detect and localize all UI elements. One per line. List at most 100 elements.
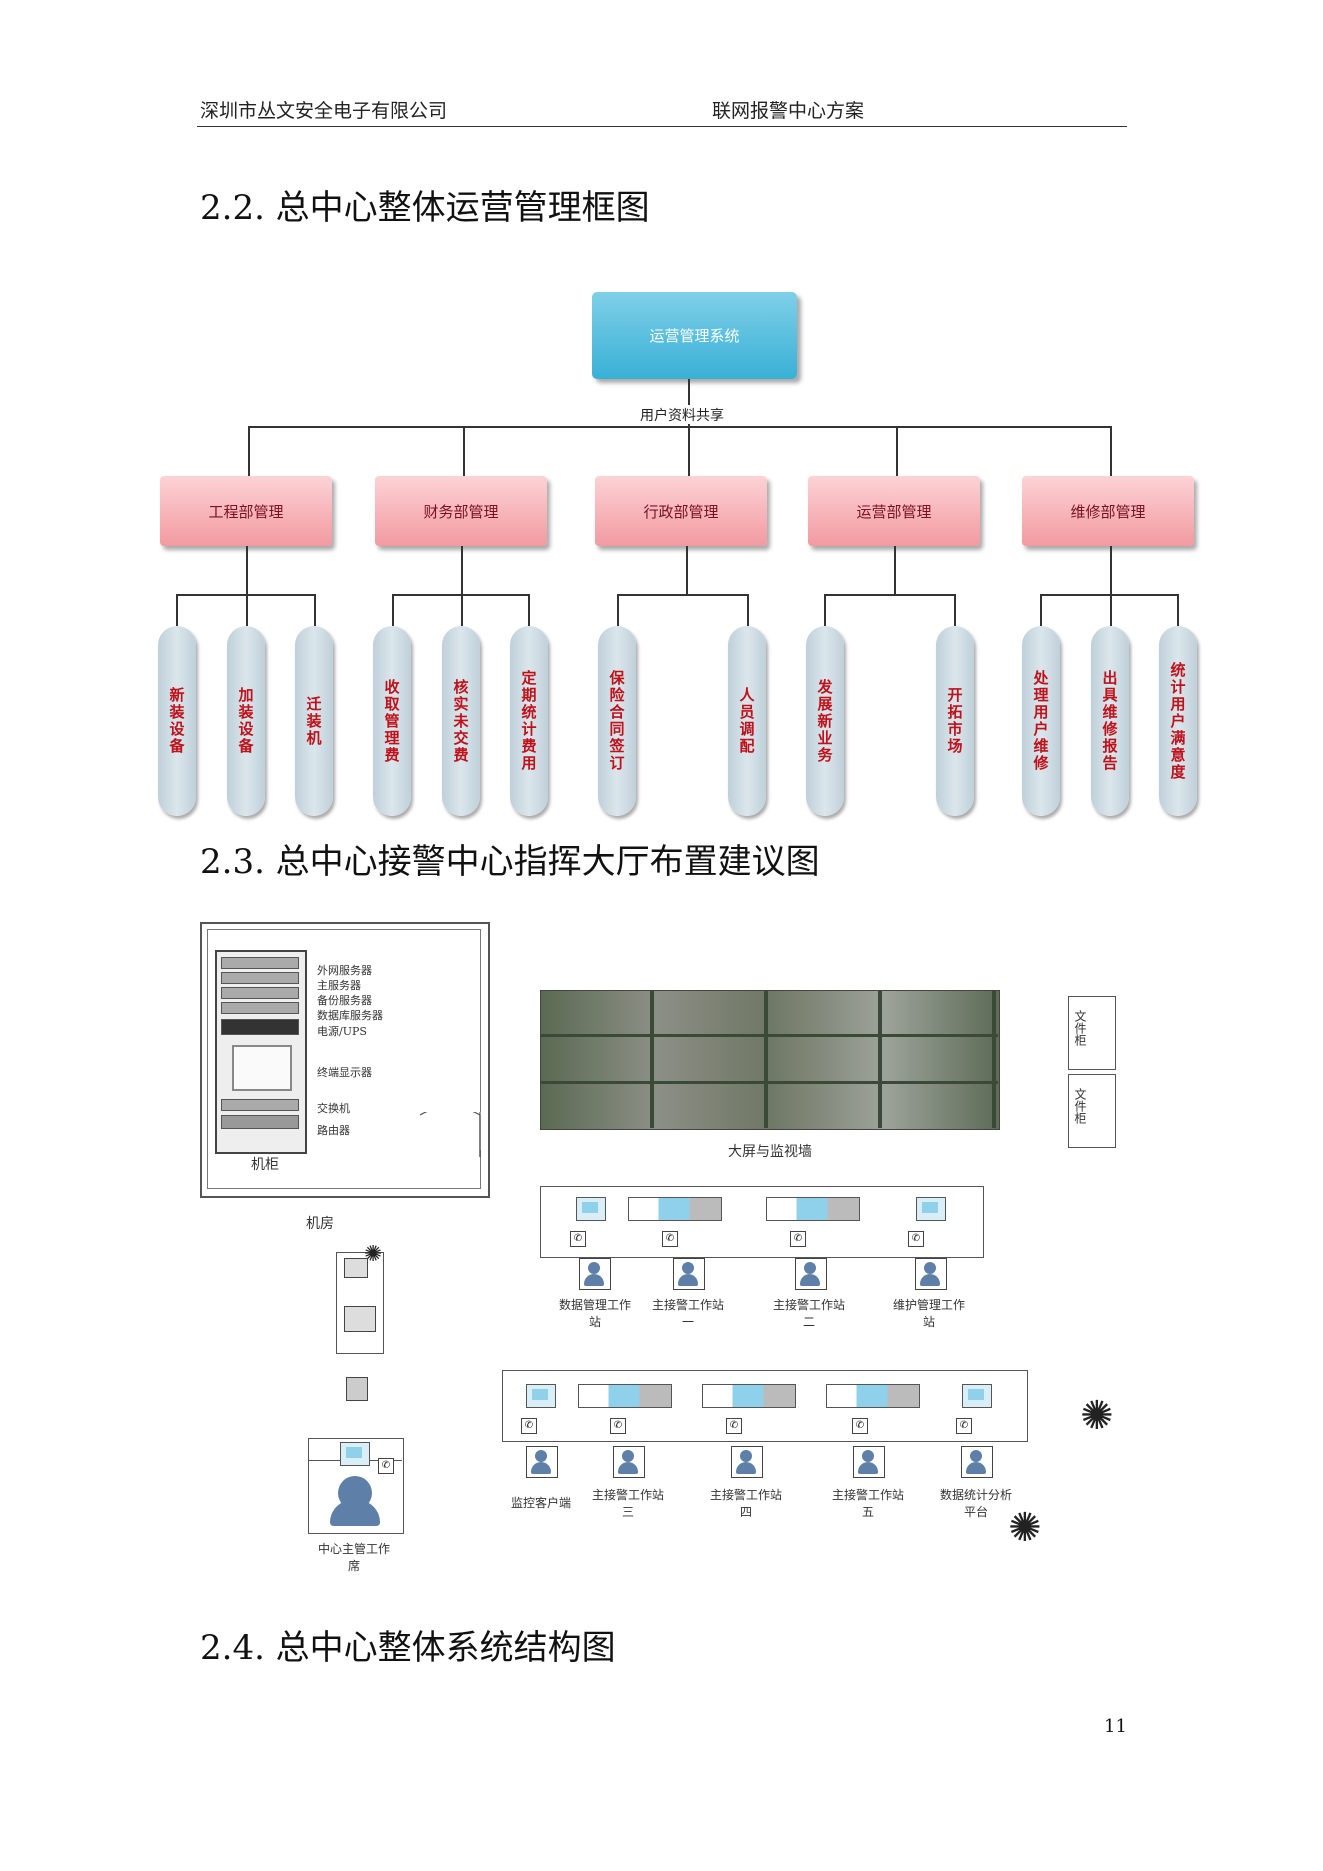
phone-icon: ✆ <box>610 1418 626 1434</box>
plant-icon: ✺ <box>1008 1505 1042 1551</box>
section-title-2-3: 2.3. 总中心接警中心指挥大厅布置建议图 <box>200 842 820 882</box>
rack-item-label: 路由器 <box>317 1124 350 1137</box>
operator-icon <box>795 1258 827 1290</box>
plant-icon: ✺ <box>364 1242 383 1267</box>
org-connector <box>1040 594 1179 596</box>
org-connector <box>747 594 749 626</box>
operator-icon <box>961 1446 993 1478</box>
monitor-bank-icon <box>578 1384 672 1408</box>
task-label: 处理用户维修 <box>1031 670 1050 772</box>
task-label: 收取管理费 <box>382 678 401 764</box>
dept-box-finance: 财务部管理 <box>375 476 547 546</box>
operator-icon <box>915 1258 947 1290</box>
rack-unit <box>221 987 299 999</box>
operator-icon <box>673 1258 705 1290</box>
org-connector <box>688 379 690 405</box>
org-connector <box>688 424 690 476</box>
rack-monitor <box>232 1045 292 1091</box>
task-label: 保险合同签订 <box>607 670 626 772</box>
rack-item-label: 交换机 <box>317 1102 350 1115</box>
rack-item-label: 外网服务器 <box>317 964 372 977</box>
supervisor-desk <box>308 1438 404 1534</box>
org-connector <box>176 594 178 626</box>
org-connector <box>1040 594 1042 626</box>
rack-unit <box>221 1002 299 1014</box>
workstation-label: 主接警工作站三 <box>592 1488 665 1519</box>
phone-icon: ✆ <box>570 1231 586 1247</box>
task-pill: 处理用户维修 <box>1022 626 1060 816</box>
task-label: 加装设备 <box>236 687 255 755</box>
header-doc-title: 联网报警中心方案 <box>712 100 865 122</box>
door-icon <box>419 1112 481 1157</box>
operator-icon <box>731 1446 763 1478</box>
task-pill: 定期统计费用 <box>510 626 548 816</box>
org-connector <box>894 546 896 596</box>
workstation-label: 主接警工作站四 <box>710 1488 783 1519</box>
task-pill: 统计用户满意度 <box>1159 626 1197 816</box>
task-label: 出具维修报告 <box>1100 670 1119 772</box>
task-pill: 保险合同签订 <box>598 626 636 816</box>
monitor-icon <box>526 1384 556 1408</box>
phone-icon: ✆ <box>790 1231 806 1247</box>
dept-box-maintenance: 维修部管理 <box>1022 476 1194 546</box>
org-connector <box>686 546 688 596</box>
rack-item-label: 主服务器 <box>317 979 361 992</box>
task-pill: 人员调配 <box>728 626 766 816</box>
task-label: 统计用户满意度 <box>1168 661 1187 781</box>
task-label: 迁装机 <box>304 695 323 747</box>
operator-icon <box>579 1258 611 1290</box>
org-connector <box>463 426 465 476</box>
task-label: 核实未交费 <box>451 678 470 764</box>
header-company: 深圳市丛文安全电子有限公司 <box>200 100 448 122</box>
section-title-2-4: 2.4. 总中心整体系统结构图 <box>200 1628 616 1668</box>
cabinet-label: 机柜 <box>251 1157 279 1173</box>
monitor-icon <box>962 1384 992 1408</box>
machine-room-label: 机房 <box>306 1216 334 1232</box>
workstation-label: 数据统计分析平台 <box>940 1488 1013 1519</box>
monitor-icon <box>340 1442 370 1466</box>
task-pill: 收取管理费 <box>373 626 411 816</box>
org-connector <box>246 594 248 626</box>
task-label: 新装设备 <box>167 687 186 755</box>
supervisor-label: 中心主管工作席 <box>318 1542 391 1573</box>
phone-icon: ✆ <box>662 1231 678 1247</box>
page-number: 11 <box>1104 1716 1127 1737</box>
dept-box-engineering: 工程部管理 <box>160 476 332 546</box>
org-connector <box>617 594 749 596</box>
task-label: 定期统计费用 <box>519 670 538 772</box>
monitor-bank-icon <box>628 1197 722 1221</box>
monitor-icon <box>576 1197 606 1221</box>
org-connector <box>461 594 463 626</box>
org-connector <box>1110 594 1112 626</box>
plant-icon: ✺ <box>1080 1393 1114 1439</box>
workstation-label: 监控客户端 <box>510 1496 571 1510</box>
workstation-label: 主接警工作站二 <box>773 1298 846 1329</box>
supervisor-person-body <box>330 1500 380 1526</box>
task-pill: 新装设备 <box>158 626 196 816</box>
monitor-icon <box>916 1197 946 1221</box>
task-label: 发展新业务 <box>815 678 834 764</box>
org-connector <box>1110 546 1112 596</box>
org-connector <box>392 594 394 626</box>
machine-room <box>200 922 490 1198</box>
org-connector <box>824 594 956 596</box>
org-connector <box>246 546 248 596</box>
workstation-label: 主接警工作站一 <box>652 1298 725 1329</box>
workstation-label: 维护管理工作站 <box>893 1298 966 1329</box>
operator-icon <box>853 1446 885 1478</box>
rack-unit <box>221 957 299 969</box>
org-connector <box>248 426 1110 428</box>
phone-icon: ✆ <box>852 1418 868 1434</box>
task-pill: 发展新业务 <box>806 626 844 816</box>
rack-unit <box>221 1115 299 1129</box>
rack-unit <box>221 972 299 984</box>
org-root-box: 运营管理系统 <box>592 292 797 379</box>
monitor-bank-icon <box>766 1197 860 1221</box>
rack-item-label: 电源/UPS <box>317 1025 367 1038</box>
org-share-label: 用户资料共享 <box>640 408 724 424</box>
file-cabinet <box>1068 996 1116 1070</box>
dept-box-operations: 运营部管理 <box>808 476 980 546</box>
printer-icon <box>344 1306 376 1332</box>
dept-box-admin: 行政部管理 <box>595 476 767 546</box>
file-cabinet-label: 文件柜 <box>1073 1088 1087 1124</box>
